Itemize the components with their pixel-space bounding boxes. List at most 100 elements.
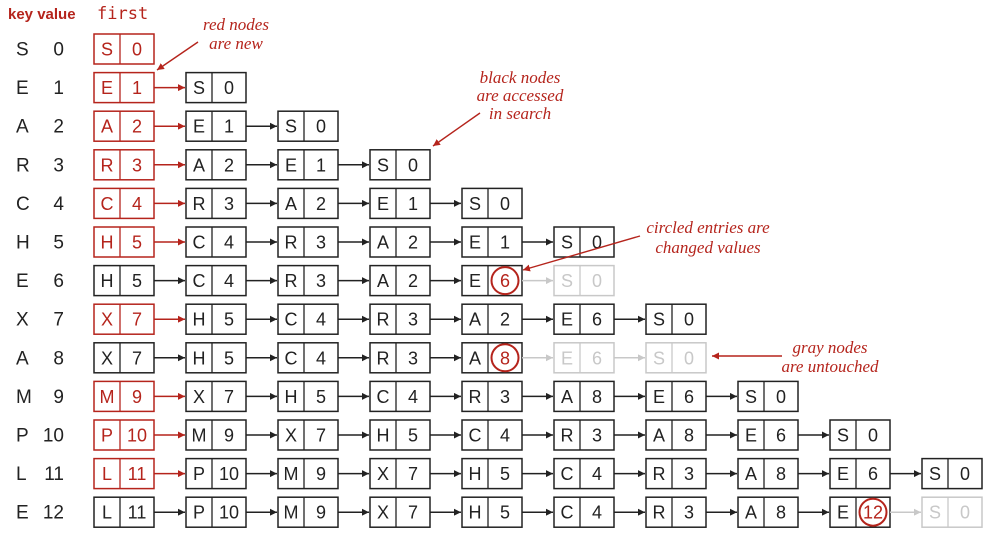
node-value: 2 [408,233,418,253]
node-box [93,149,155,181]
row-key: X [16,310,29,331]
node-box [369,226,431,258]
node-key: H [101,233,114,253]
node-key: M [284,464,299,484]
node-value: 5 [316,387,326,407]
node-key: A [285,194,297,214]
node-value: 7 [408,503,418,523]
node-value: 0 [960,503,970,523]
node-box [645,303,707,335]
node-box [737,419,799,451]
changed-value-circle [858,497,888,527]
row-value: 5 [53,233,64,254]
row-key: L [16,464,27,485]
node-key: C [193,271,206,291]
node-key: S [653,348,665,368]
node-key: C [377,387,390,407]
node-value: 3 [684,503,694,523]
node-value: 11 [128,503,147,523]
row-key: E [16,503,29,524]
node-box [829,419,891,451]
node-box [553,380,615,413]
node-key: R [193,194,206,214]
node-key: M [100,387,115,407]
node-value: 4 [500,426,510,446]
node-key: C [285,310,298,330]
node-box [921,457,983,490]
node-key: A [377,233,389,253]
node-value: 5 [224,310,234,330]
node-box [461,380,523,413]
node-key: E [837,503,849,523]
node-key: A [745,464,757,484]
node-key: L [102,503,112,523]
node-value: 1 [500,233,510,253]
node-key: E [561,348,573,368]
row-value: 9 [53,387,64,408]
node-value: 9 [316,503,326,523]
node-key: A [377,271,389,291]
node-box [93,419,155,451]
node-value: 4 [316,348,326,368]
node-value: 4 [592,464,602,484]
node-key: R [653,464,666,484]
annotation-gray-nodes-line-2: are untouched [781,357,879,376]
node-box [645,496,707,528]
node-value: 9 [132,387,142,407]
node-box [277,110,339,142]
node-box [369,496,431,528]
annotation-circled-line-2: changed values [655,238,761,257]
node-value: 3 [132,155,142,175]
node-key: X [193,387,205,407]
annotation-red-nodes: red nodes are new [156,15,269,71]
first-header: first [97,4,148,24]
node-value: 0 [776,387,786,407]
node-box [737,457,799,490]
node-value: 9 [224,426,234,446]
node-value: 11 [128,464,147,484]
node-key: R [377,310,390,330]
node-value: 7 [132,348,142,368]
node-key: R [561,426,574,446]
changed-value-circle [490,343,520,373]
node-key: A [653,426,665,446]
node-box [461,457,523,490]
annotation-black-nodes-line-1: black nodes [480,68,561,87]
node-value: 1 [316,155,326,175]
node-box [553,342,615,374]
node-key: A [469,310,481,330]
